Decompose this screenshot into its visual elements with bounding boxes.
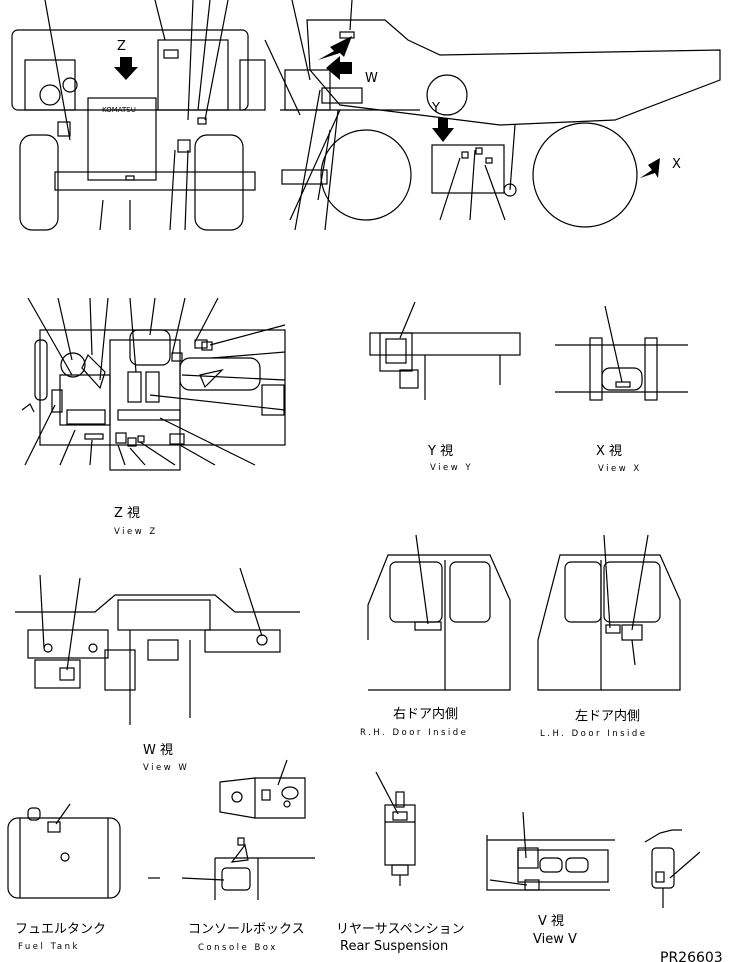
- console-box-title-en: Console Box: [198, 943, 278, 953]
- rear-suspension-title-jp: リヤーサスペンション: [336, 922, 465, 937]
- view-w-drawing: [15, 567, 300, 725]
- rh-door-title-jp: 右ドア内側: [393, 706, 458, 722]
- rear-suspension-title-en: Rear Suspension: [340, 939, 448, 954]
- fuel-tank-title-en: Fuel Tank: [18, 942, 80, 952]
- rh-door-title-en: R.H. Door Inside: [360, 728, 468, 738]
- rh-door-drawing: [367, 534, 511, 691]
- view-z-title-jp: Z 視: [114, 506, 140, 521]
- part-number: PR26603: [660, 950, 723, 962]
- arrow-w-lower-icon: [326, 56, 352, 80]
- arrow-x-icon: [640, 158, 660, 178]
- handle-part-drawing: [644, 829, 701, 908]
- truck-side-view: [264, 0, 721, 231]
- fuel-tank-title-jp: フュエルタンク: [15, 922, 106, 937]
- view-y-drawing: [369, 301, 521, 400]
- view-x-title-en: View X: [598, 464, 642, 474]
- rear-suspension-drawing: [375, 771, 416, 886]
- console-box-title-jp: コンソールボックス: [188, 922, 305, 937]
- lh-door-title-en: L.H. Door Inside: [540, 729, 648, 739]
- view-w-title-en: View W: [143, 763, 189, 773]
- view-x-title-jp: X 視: [596, 444, 622, 459]
- lh-door-title-jp: 左ドア内側: [575, 708, 640, 724]
- marker-x: X: [672, 157, 681, 172]
- view-v-title-jp: V 視: [538, 914, 564, 929]
- view-y-title-jp: Y 視: [427, 444, 453, 459]
- front-brand-label: KOMATSU: [102, 106, 136, 114]
- marker-w: W: [365, 71, 378, 86]
- marker-y: Y: [431, 101, 440, 116]
- arrow-y-icon: [432, 118, 454, 142]
- truck-front-view: [11, 0, 266, 231]
- fuel-tank-drawing: [7, 803, 121, 899]
- view-z-title-en: View Z: [114, 527, 158, 537]
- console-box-drawing: [148, 759, 315, 900]
- view-z-drawing: [21, 297, 286, 471]
- view-v-drawing: [486, 811, 615, 891]
- view-y-title-en: View Y: [430, 463, 473, 473]
- arrow-w-upper-icon: [318, 36, 352, 60]
- lh-door-drawing: [537, 534, 681, 691]
- arrow-z-icon: [114, 57, 138, 80]
- view-w-title-jp: W 視: [143, 743, 173, 758]
- view-v-title-en: View V: [533, 932, 577, 947]
- view-x-drawing: [555, 305, 688, 401]
- marker-z: Z: [117, 39, 126, 54]
